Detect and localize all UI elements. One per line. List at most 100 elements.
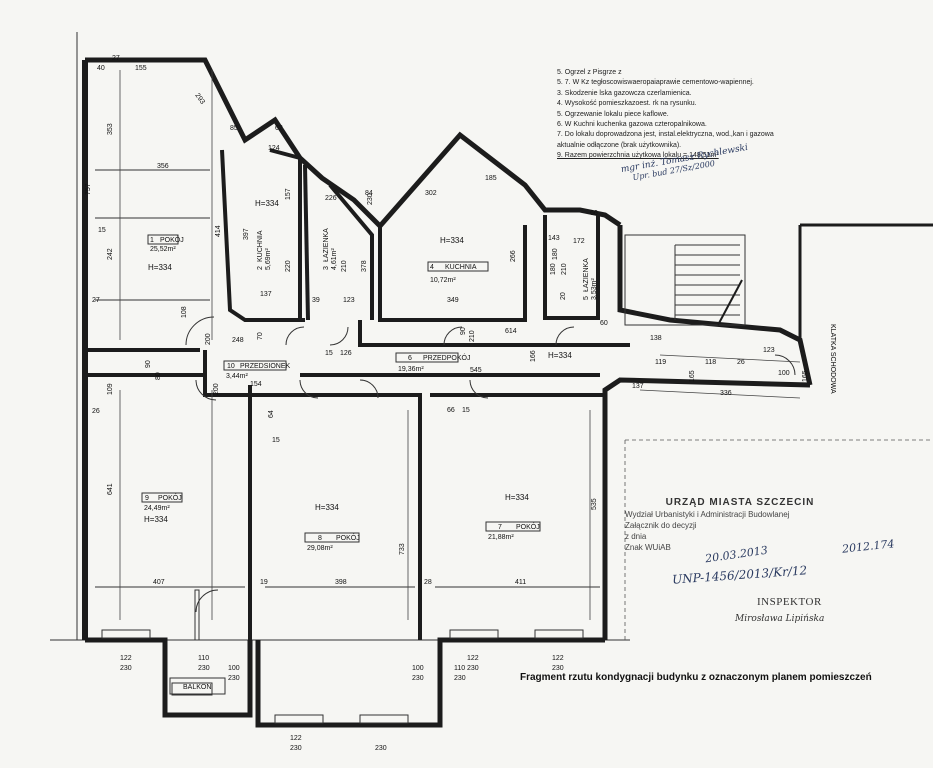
dim-label: 124	[268, 145, 280, 152]
room-8-height: H=334	[315, 503, 339, 512]
dim-label: 109	[107, 383, 114, 395]
balcony-label: BALKON	[183, 684, 211, 691]
dim-label: 230	[198, 665, 210, 672]
dim-label: 122	[467, 655, 479, 662]
dim-label: 62	[275, 125, 283, 132]
dim-label: 84	[365, 190, 373, 197]
note-line: 5. Ogrzel z Pisgrze z	[557, 69, 622, 76]
room-5-name: ŁAZIENKA	[583, 258, 590, 292]
room-9-no: 9	[145, 495, 149, 502]
dim-label: 39	[312, 297, 320, 304]
dim-label: 545	[470, 367, 482, 374]
dim-label: 26	[737, 359, 745, 366]
dim-label: 119	[655, 359, 666, 366]
room-6-area: 19,36m²	[398, 366, 424, 373]
windows	[101, 629, 584, 724]
note-line: 7. Do lokalu doprowadzona jest, instal.e…	[557, 131, 774, 139]
room-10-area: 3,44m²	[226, 373, 248, 380]
dim-label: 230	[467, 665, 479, 672]
room-labels: 1 POKÓJ 25,52m² H=334 H=334 2 KUCHNIA 5,…	[141, 199, 598, 695]
dim-label: 242	[107, 248, 114, 260]
note-line: 6. W Kuchni kuchenka gazowa czteropalnik…	[557, 121, 707, 129]
dim-label: 397	[243, 228, 250, 240]
dim-label: 26	[92, 408, 100, 415]
room-5-area: 3,53m²	[591, 278, 598, 300]
dim-label: 411	[515, 579, 526, 586]
dim-label: 614	[505, 328, 517, 335]
room-2-height: H=334	[255, 199, 279, 208]
dim-label: 266	[510, 250, 517, 262]
dim-label: 90	[145, 360, 152, 368]
stamp-line: Znak WUiAB	[625, 543, 671, 552]
dim-label: 230	[412, 675, 424, 682]
dim-label: 230	[552, 665, 564, 672]
room-2-name: KUCHNIA	[257, 230, 264, 262]
dim-label: 70	[257, 332, 264, 340]
note-line: aktualnie odłączone (brak użytkownika).	[557, 141, 682, 149]
room-4-area: 10,72m²	[430, 277, 456, 284]
dim-label: 200	[205, 333, 212, 345]
staircase	[624, 223, 933, 340]
dim-label: 100	[228, 665, 240, 672]
room-3-name: ŁAZIENKA	[323, 228, 330, 262]
dim-label: 64	[268, 410, 275, 418]
room-1-name: POKÓJ	[160, 235, 184, 244]
room-7-name: POKÓJ	[516, 522, 540, 531]
dim-label: 110	[198, 655, 209, 662]
dim-label: 123	[763, 347, 775, 354]
dim-label: 185	[485, 175, 497, 182]
dim-label: 110	[454, 665, 465, 672]
room-4-no: 4	[430, 264, 434, 271]
room-1-no: 1	[150, 237, 154, 244]
dim-label: 535	[591, 498, 598, 510]
dim-label: 126	[340, 350, 352, 357]
dim-label: 137	[632, 383, 644, 390]
stamp-line: Wydział Urbanistyki i Administracji Budo…	[625, 510, 790, 519]
dim-label: 248	[232, 337, 244, 344]
dim-label: 200	[213, 383, 220, 395]
dim-label: 180	[552, 248, 559, 260]
dim-label: 172	[573, 238, 585, 245]
notes-block: 5. Ogrzel z Pisgrze z 5. 7. W Kz tegłosc…	[557, 68, 787, 162]
dim-label: 733	[399, 543, 406, 555]
dim-label: 220	[285, 260, 292, 272]
dim-label: 165	[689, 370, 696, 382]
dim-label: 143	[548, 235, 560, 242]
room-7-area: 21,88m²	[488, 534, 514, 541]
dim-label: 349	[447, 297, 459, 304]
room-8-no: 8	[318, 535, 322, 542]
note-line: 9. Razem powierzchnia użytkowa lokalu = …	[557, 152, 719, 160]
dim-label: 27	[92, 297, 100, 304]
dim-label: 100	[412, 665, 424, 672]
inner-walls	[85, 148, 630, 640]
dim-label: 154	[250, 381, 262, 388]
dim-label: 407	[153, 579, 165, 586]
room-3-area: 4,61m²	[331, 248, 338, 270]
stamp-line: Załącznik do decyzji	[625, 521, 697, 530]
dim-label: 166	[530, 350, 537, 362]
dim-label: 180	[550, 263, 557, 275]
dim-label: 19	[260, 579, 268, 586]
dim-label: 230	[375, 745, 387, 752]
room-8-name: POKÓJ	[336, 533, 360, 542]
room-6-height: H=334	[548, 351, 572, 360]
dim-label: 230	[454, 675, 466, 682]
plan-caption: Fragment rzutu kondygnacji budynku z ozn…	[520, 672, 872, 683]
room-6-name: PRZEDPOKÓJ	[423, 353, 470, 362]
dim-label: 641	[107, 483, 114, 495]
doors	[185, 316, 796, 641]
dim-label: 157	[285, 188, 292, 200]
dim-label: 137	[260, 291, 272, 298]
dim-label: 230	[120, 665, 132, 672]
dim-label: 28	[424, 579, 432, 586]
dim-label: 293	[193, 92, 205, 106]
room-9-name: POKÓJ	[158, 493, 182, 502]
dim-label: 757	[85, 183, 92, 195]
dim-label: 230	[228, 675, 240, 682]
dim-label: 66	[447, 407, 455, 414]
dim-label: 118	[705, 359, 716, 366]
room-2-area: 5,69m²	[265, 248, 272, 270]
dim-label: 27	[112, 55, 120, 62]
dim-label: 60	[600, 320, 608, 327]
